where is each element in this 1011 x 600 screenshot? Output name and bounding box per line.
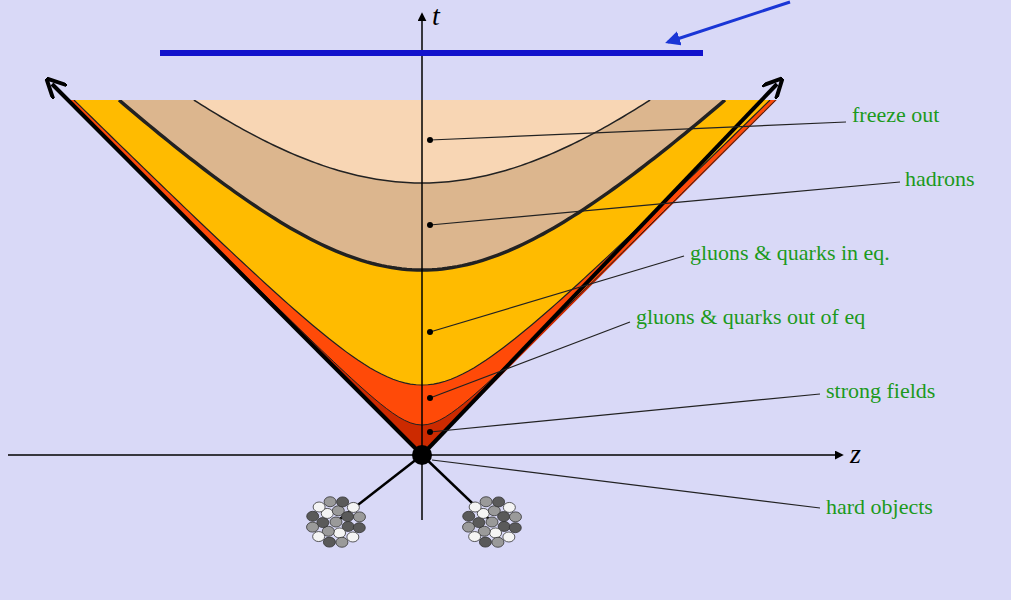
- nucleon: [324, 497, 336, 507]
- region-dot: [427, 429, 433, 435]
- leader-line: [430, 394, 820, 432]
- nucleon: [307, 511, 319, 521]
- incoming-line: [422, 455, 492, 522]
- blue-bar: [160, 50, 703, 56]
- nucleon: [347, 532, 359, 542]
- incoming-line: [336, 455, 422, 522]
- blue-arrow: [668, 2, 790, 42]
- nucleon: [490, 528, 502, 538]
- region-label: gluons & quarks in eq.: [690, 242, 890, 264]
- nucleus: [307, 497, 366, 548]
- axes: [8, 14, 842, 520]
- axis-label: z: [850, 440, 861, 468]
- nucleon: [334, 528, 346, 538]
- nucleon: [307, 522, 319, 532]
- region-label: freeze out: [852, 104, 939, 126]
- region-label: hard objects: [826, 496, 933, 518]
- nucleon: [313, 532, 325, 542]
- region-dots: [412, 137, 433, 465]
- region-label: strong fields: [826, 380, 935, 402]
- leader-line: [430, 322, 630, 398]
- leader-line: [430, 182, 900, 225]
- region-dot: [427, 329, 433, 335]
- nucleon: [479, 537, 491, 547]
- nucleon: [509, 512, 521, 522]
- nucleon: [503, 532, 515, 542]
- nucleon: [353, 523, 365, 533]
- nucleon: [323, 537, 335, 547]
- nucleon: [342, 512, 354, 522]
- nucleon: [463, 522, 475, 532]
- nucleon: [336, 537, 348, 547]
- light-cone: [52, 84, 422, 455]
- leader-lines: [430, 122, 900, 508]
- nucleon: [492, 537, 504, 547]
- nucleon: [313, 502, 325, 512]
- light-cone: [422, 84, 777, 455]
- nucleon: [493, 497, 505, 507]
- axis-label: t: [432, 2, 440, 30]
- nucleon: [353, 512, 365, 522]
- region-label: gluons & quarks out of eq: [636, 306, 865, 328]
- leader-line: [432, 460, 820, 508]
- nucleon: [347, 502, 359, 512]
- region-label: hadrons: [905, 168, 975, 190]
- nucleon: [469, 532, 481, 542]
- region-dot: [427, 395, 433, 401]
- collision-point: [412, 445, 432, 465]
- nucleon: [509, 523, 521, 533]
- t-axis: [421, 14, 423, 520]
- leader-line: [430, 122, 846, 140]
- nucleon: [469, 502, 481, 512]
- nucleon: [330, 517, 342, 527]
- nucleon: [480, 497, 492, 507]
- nucleon: [463, 511, 475, 521]
- nucleus: [463, 497, 522, 548]
- nucleon: [486, 517, 498, 527]
- nucleon: [498, 512, 510, 522]
- region-dot: [427, 222, 433, 228]
- nucleon: [503, 502, 515, 512]
- nucleon: [337, 497, 349, 507]
- region-dot: [427, 137, 433, 143]
- nuclei: [307, 455, 522, 547]
